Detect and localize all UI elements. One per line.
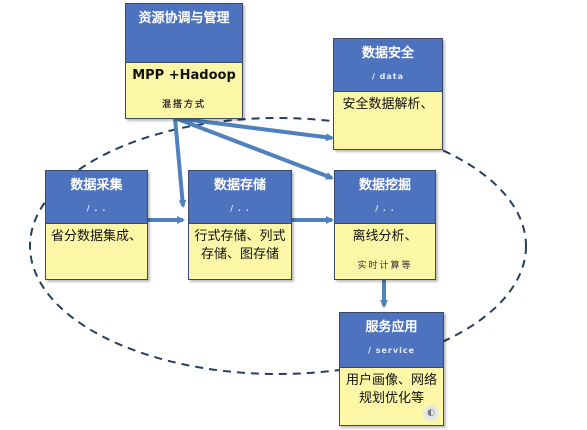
node-service-text: 用户画像、网络规划优化等 bbox=[345, 373, 437, 406]
node-service-title: 服务应用 bbox=[365, 320, 418, 335]
node-resource-title: 资源协调与管理 bbox=[138, 11, 230, 26]
watermark-logo-icon: ◐ bbox=[423, 405, 439, 421]
node-resource-note: 混搭方式 bbox=[161, 100, 206, 110]
platform-ellipse bbox=[29, 117, 527, 375]
node-collect-title: 数据采集 bbox=[70, 178, 123, 193]
arrow-resource-to-storage bbox=[173, 117, 187, 208]
node-mining-body: 离线分析、 实时计算等 bbox=[335, 223, 435, 279]
node-data-storage: 数据存储 / . . 行式存储、列式存储、图存储 bbox=[188, 170, 292, 280]
arrow-resource-to-mining bbox=[174, 116, 334, 180]
node-resource-header: 资源协调与管理 bbox=[126, 4, 242, 62]
arrow-resource-to-security bbox=[174, 116, 334, 142]
node-storage-body: 行式存储、列式存储、图存储 bbox=[189, 223, 291, 279]
node-data-collection: 数据采集 / . . 省分数据集成、 bbox=[45, 170, 148, 280]
node-mining-title: 数据挖掘 bbox=[358, 178, 411, 193]
node-storage-subtitle: / . . bbox=[230, 204, 250, 213]
node-security-text: 安全数据解析、 bbox=[342, 97, 434, 112]
node-storage-header: 数据存储 / . . bbox=[189, 171, 291, 223]
node-data-security: 数据安全 / data 安全数据解析、 bbox=[333, 38, 443, 150]
node-mining-header: 数据挖掘 / . . bbox=[335, 171, 435, 223]
node-mining-text: 离线分析、 bbox=[352, 229, 418, 244]
node-resource-coordination: 资源协调与管理 MPP +Hadoop 混搭方式 bbox=[125, 3, 243, 119]
node-security-header: 数据安全 / data bbox=[334, 39, 442, 91]
node-security-subtitle: / data bbox=[371, 72, 405, 81]
node-collect-header: 数据采集 / . . bbox=[46, 171, 147, 223]
node-mining-note: 实时计算等 bbox=[357, 261, 413, 271]
node-collect-body: 省分数据集成、 bbox=[46, 223, 147, 279]
node-service-application: 服务应用 / service 用户画像、网络规划优化等 ◐ bbox=[339, 312, 444, 426]
node-service-subtitle: / service bbox=[368, 346, 415, 355]
node-collect-subtitle: / . . bbox=[86, 204, 107, 213]
node-mining-subtitle: / . . bbox=[375, 204, 395, 213]
node-storage-title: 数据存储 bbox=[213, 178, 266, 193]
node-data-mining: 数据挖掘 / . . 离线分析、 实时计算等 bbox=[334, 170, 436, 280]
node-security-title: 数据安全 bbox=[361, 46, 414, 61]
node-security-body: 安全数据解析、 bbox=[334, 91, 442, 149]
node-service-header: 服务应用 / service bbox=[340, 313, 443, 367]
node-resource-body: MPP +Hadoop 混搭方式 bbox=[126, 62, 242, 118]
node-resource-text: MPP +Hadoop bbox=[132, 68, 236, 83]
node-storage-text: 行式存储、列式存储、图存储 bbox=[194, 229, 286, 262]
node-service-body: 用户画像、网络规划优化等 bbox=[340, 367, 443, 425]
node-collect-text: 省分数据集成、 bbox=[50, 229, 142, 244]
